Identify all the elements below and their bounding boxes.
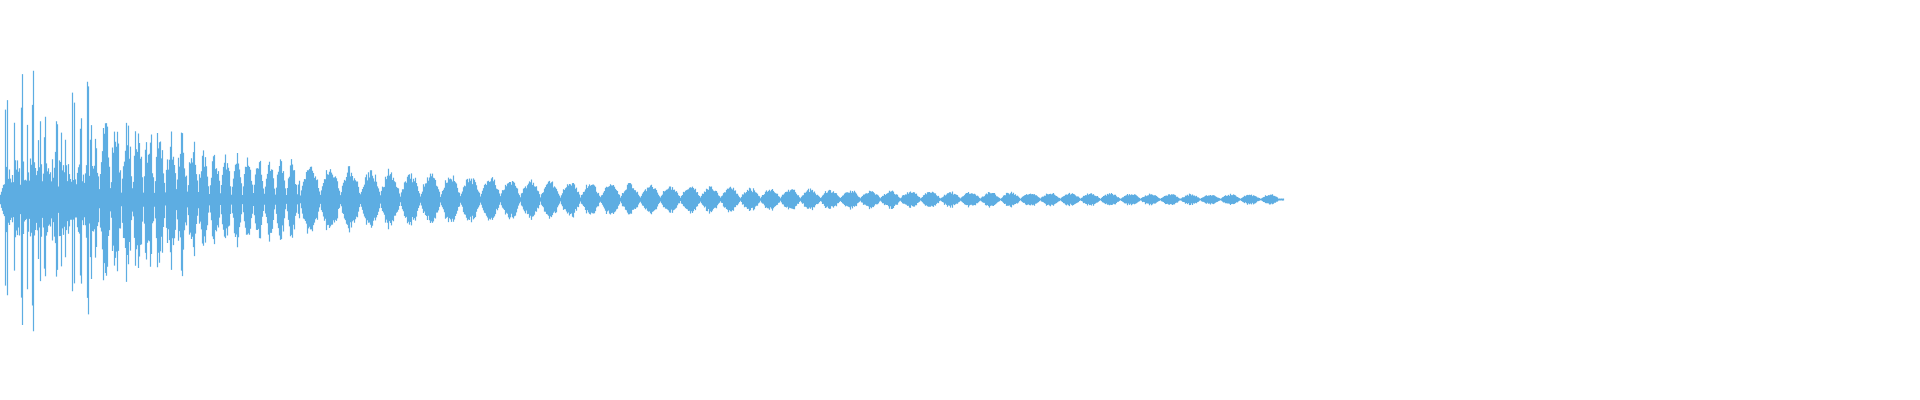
waveform-trace xyxy=(0,70,1285,332)
